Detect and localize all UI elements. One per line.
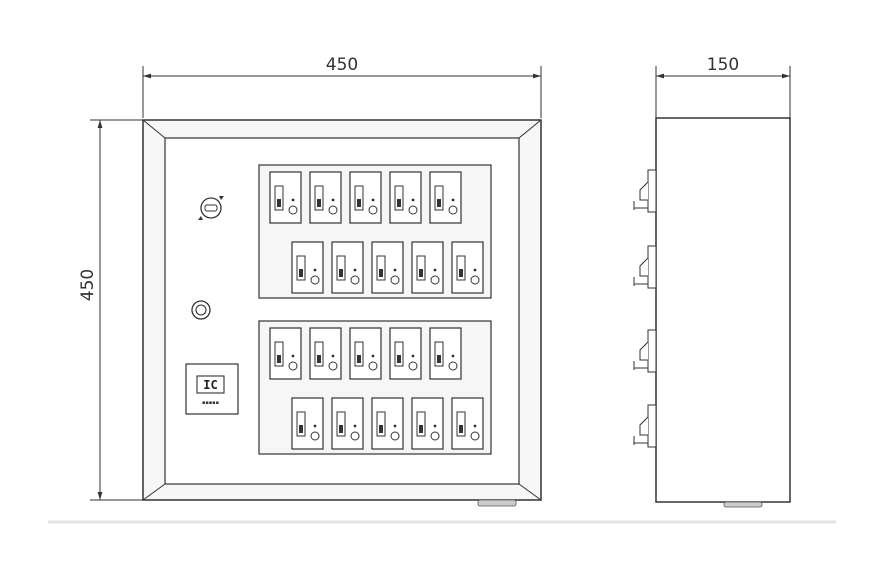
key-module <box>269 171 302 224</box>
key-module <box>309 327 342 380</box>
width-dimension-label: 450 <box>326 55 358 75</box>
side-latches <box>633 169 657 448</box>
side-latch <box>633 329 657 373</box>
height-dimension-label: 450 <box>78 269 98 301</box>
key-module <box>349 171 382 224</box>
height-dimension: 450 <box>78 119 143 501</box>
ic-card-reader-label: IC <box>203 378 217 392</box>
width-dimension: 450 <box>142 55 542 118</box>
depth-dimension-label: 150 <box>707 55 739 75</box>
side-view <box>633 117 791 508</box>
key-module <box>411 397 444 450</box>
front-view-foot <box>477 499 517 507</box>
key-module <box>451 241 484 294</box>
key-module <box>331 397 364 450</box>
ic-card-reader: IC ▪▪▪▪▪ <box>185 363 239 415</box>
key-module <box>371 241 404 294</box>
key-module <box>349 327 382 380</box>
key-module <box>309 171 342 224</box>
side-latch <box>633 245 657 289</box>
key-lock-icon <box>191 300 211 320</box>
front-view: IC ▪▪▪▪▪ <box>142 119 542 501</box>
key-module <box>411 241 444 294</box>
key-module <box>389 327 422 380</box>
key-module <box>269 327 302 380</box>
side-view-foot <box>723 501 763 508</box>
key-module <box>429 171 462 224</box>
key-module <box>389 171 422 224</box>
key-module <box>429 327 462 380</box>
key-module <box>331 241 364 294</box>
key-module <box>371 397 404 450</box>
rotate-lock-icon <box>198 196 224 220</box>
key-module <box>291 241 324 294</box>
ic-card-reader-sublabel: ▪▪▪▪▪ <box>202 400 219 406</box>
side-latch <box>633 169 657 213</box>
side-view-body <box>655 117 791 503</box>
depth-dimension: 150 <box>655 55 791 118</box>
side-latch <box>633 404 657 448</box>
key-modules <box>269 171 484 450</box>
key-module <box>291 397 324 450</box>
key-module <box>451 397 484 450</box>
